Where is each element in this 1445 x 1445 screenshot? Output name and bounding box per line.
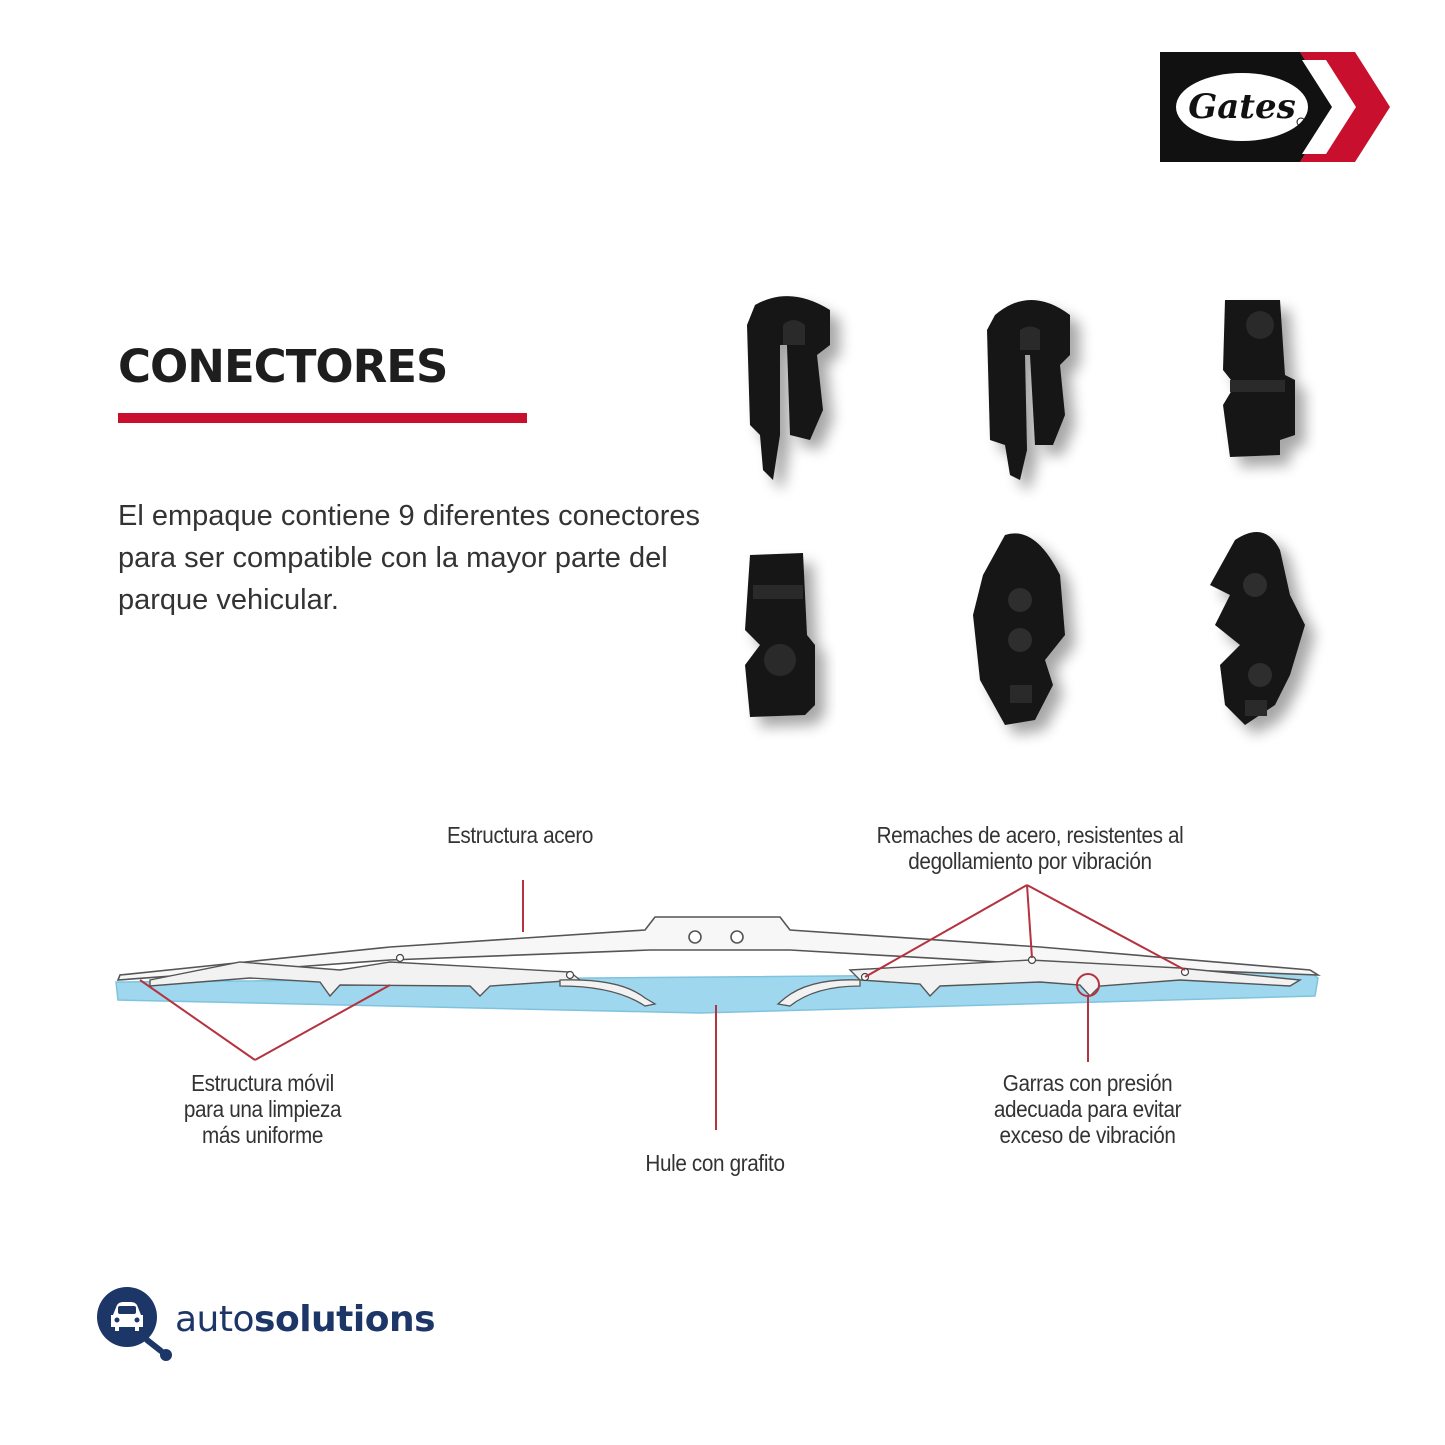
callout-lines	[139, 880, 1186, 1130]
logo-chevron-white	[1302, 60, 1356, 154]
gates-logo: Gates	[1160, 52, 1390, 162]
car-search-icon	[97, 1287, 172, 1361]
right-claw	[776, 979, 861, 1007]
rivet	[395, 953, 405, 963]
connector-2	[987, 300, 1070, 480]
left-claw	[559, 979, 657, 1007]
connector-1	[747, 296, 830, 480]
label-steel-rivets: Remaches de acero, resistentes al degoll…	[876, 822, 1184, 874]
registered-mark-icon	[1296, 117, 1306, 127]
frame-hole	[688, 930, 702, 944]
label-moving-frame: Estructura móvil para una limpieza más u…	[183, 1070, 342, 1148]
rivet	[1180, 967, 1190, 977]
autosolutions-wordmark: autosolutions	[175, 1299, 435, 1340]
logo-wordmark: Gates	[1188, 87, 1296, 127]
wiper-blade-diagram	[0, 800, 1445, 1220]
logo-oval	[1176, 73, 1308, 141]
section-description: El empaque contiene 9 diferentes conecto…	[118, 500, 700, 616]
frame-hole	[730, 930, 744, 944]
label-rubber-graphite: Hule con grafito	[645, 1150, 785, 1176]
label-pressure-claws: Garras con presión adecuada para evitar …	[993, 1070, 1182, 1148]
left-yokes	[149, 961, 582, 998]
connector-4	[745, 553, 815, 717]
connector-5	[973, 533, 1065, 725]
connectors-image	[735, 285, 1355, 775]
connector-3	[1223, 300, 1295, 457]
title-underline	[118, 413, 527, 423]
section-title: CONECTORES	[118, 340, 448, 393]
label-steel-frame: Estructura acero	[446, 822, 594, 848]
autosolutions-logo: autosolutions	[95, 1285, 475, 1365]
rivet	[565, 970, 575, 980]
connector-6	[1210, 532, 1305, 725]
